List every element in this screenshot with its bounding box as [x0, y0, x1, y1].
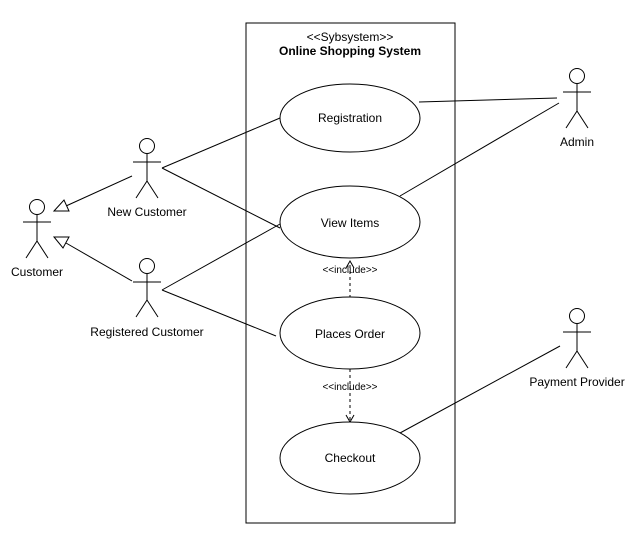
use-case-places-order[interactable]: Places Order [279, 296, 421, 370]
use-case-places-order-label: Places Order [315, 327, 385, 341]
include-label-view-items: <<include>> [322, 265, 377, 276]
actor-customer[interactable]: Customer [11, 199, 63, 280]
actor-registered-customer[interactable]: Registered Customer [90, 258, 204, 340]
actor-payment-provider-label: Payment Provider [529, 375, 624, 389]
assoc-registered-places-order [161, 289, 277, 337]
actor-registered-customer-figure [133, 258, 161, 318]
include-label-checkout: <<include>> [322, 382, 377, 393]
use-case-registration[interactable]: Registration [279, 83, 421, 153]
assoc-admin-view-items [399, 102, 560, 197]
use-case-checkout[interactable]: Checkout [279, 421, 421, 495]
actor-customer-figure [23, 199, 51, 259]
assoc-payment-checkout [399, 345, 561, 434]
assoc-registered-view-items [161, 223, 281, 291]
generalization-new-customer [65, 175, 133, 207]
generalization-head-new-customer [52, 199, 70, 212]
use-case-registration-label: Registration [318, 111, 382, 125]
actor-payment-provider-figure [563, 308, 591, 369]
actor-new-customer[interactable]: New Customer [107, 138, 187, 220]
actor-new-customer-label: New Customer [107, 205, 186, 219]
assoc-new-customer-registration [161, 117, 281, 169]
system-title: Online Shopping System [279, 44, 421, 58]
actor-admin-label: Admin [560, 135, 594, 149]
actor-registered-customer-label: Registered Customer [90, 325, 203, 339]
assoc-new-customer-view-items [161, 167, 281, 229]
generalization-registered-customer [65, 242, 133, 282]
use-case-view-items[interactable]: View Items [279, 185, 421, 259]
actor-customer-label: Customer [11, 265, 63, 279]
actor-new-customer-figure [133, 138, 161, 199]
generalization-head-registered-customer [52, 236, 70, 249]
use-case-checkout-label: Checkout [325, 451, 376, 465]
actor-payment-provider[interactable]: Payment Provider [529, 308, 625, 390]
actor-admin-figure [563, 68, 591, 129]
actor-admin[interactable]: Admin [560, 68, 594, 150]
assoc-admin-registration [418, 97, 558, 103]
system-stereotype: <<Sybsystem>> [307, 30, 394, 44]
use-case-view-items-label: View Items [321, 216, 379, 230]
